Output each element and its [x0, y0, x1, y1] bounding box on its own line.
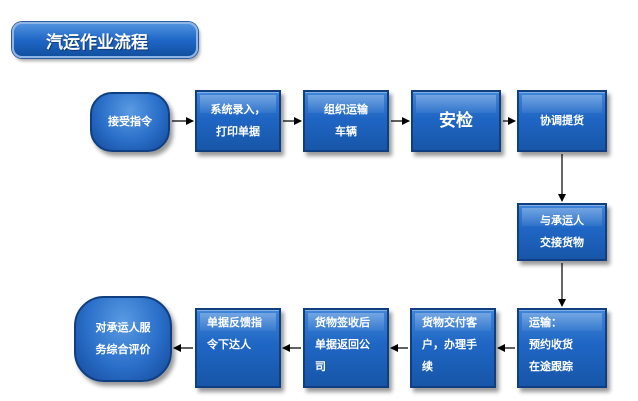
node-label: 司 [315, 360, 326, 373]
node-label: 协调提货 [540, 114, 584, 127]
node-label: 单据反馈指 [207, 316, 262, 329]
node-label: 对承运人服 [95, 321, 151, 334]
node-label: 打印单据 [216, 125, 260, 138]
node-label: 接受指令 [108, 115, 152, 128]
node-label: 预约收货 [529, 338, 573, 351]
node-label: 货物签收后 [315, 316, 370, 329]
node-receive-instruction: 接受指令 [90, 92, 170, 152]
node-label: 安检 [439, 111, 473, 131]
node-label: 续 [422, 360, 433, 373]
page-title: 汽运作业流程 [12, 22, 198, 58]
node-label: 运输： [529, 316, 562, 329]
node-evaluate-carrier: 对承运人服 务综合评价 [74, 296, 172, 382]
node-label: 货物交付客 [422, 316, 477, 329]
node-coordinate-pickup: 协调提货 [517, 90, 607, 152]
node-label: 务综合评价 [95, 343, 151, 356]
node-label: 单据返回公 [315, 338, 370, 351]
node-label: 与承运人 [540, 214, 584, 227]
node-label: 在途跟踪 [529, 360, 573, 373]
node-label: 车辆 [335, 125, 357, 138]
node-label: 户，办理手 [422, 338, 477, 351]
node-label: 交接货物 [540, 236, 584, 249]
node-label: 令下达人 [207, 338, 251, 351]
node-label: 系统录入， [210, 103, 266, 116]
node-label: 组织运输 [324, 103, 368, 116]
